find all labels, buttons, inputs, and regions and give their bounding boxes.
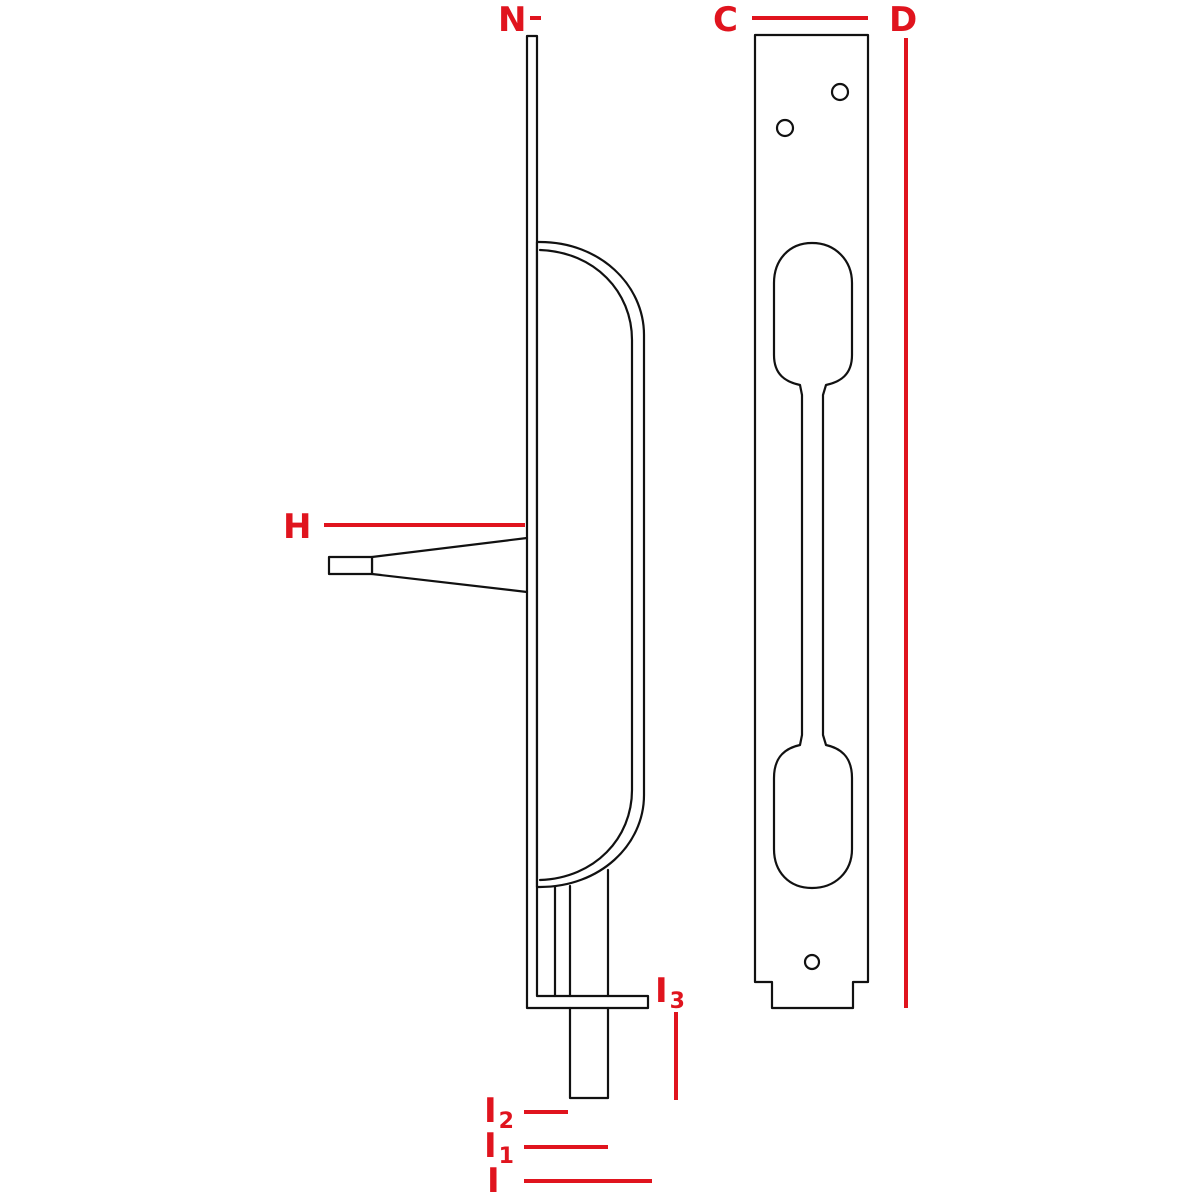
label-i2-base: I	[484, 1091, 497, 1131]
front-plate-outline	[753, 33, 870, 1010]
label-i3-sub: 3	[670, 989, 685, 1014]
front-view	[753, 33, 870, 1010]
side-view	[327, 34, 650, 1100]
label-c: C	[713, 0, 738, 40]
label-n: N	[498, 0, 526, 40]
side-handle-taper	[370, 536, 529, 594]
front-dumbbell-slot	[772, 241, 854, 890]
front-screw-hole-bottom	[803, 953, 821, 971]
dimension-labels: N C D H I3 I2 I1 I	[283, 0, 917, 1200]
side-face-plate	[525, 34, 650, 1010]
side-bolt-rod	[568, 1006, 610, 1100]
front-screw-hole-top-left	[775, 118, 795, 138]
side-handle-tip	[327, 555, 374, 576]
label-i3: I3	[655, 971, 685, 1014]
side-lever-inner	[538, 248, 634, 882]
side-lever-body	[535, 240, 646, 889]
label-i1: I1	[484, 1126, 514, 1169]
label-i2: I2	[484, 1091, 514, 1134]
label-i: I	[487, 1161, 500, 1200]
side-bolt-slide	[553, 868, 610, 998]
label-d: D	[889, 0, 917, 40]
label-h: H	[283, 507, 311, 547]
label-i2-sub: 2	[499, 1109, 514, 1134]
label-i1-base: I	[484, 1126, 497, 1166]
label-i3-base: I	[655, 971, 668, 1011]
front-screw-hole-top-right	[830, 82, 850, 102]
label-i1-sub: 1	[499, 1144, 514, 1169]
dimension-lines	[324, 16, 908, 1183]
